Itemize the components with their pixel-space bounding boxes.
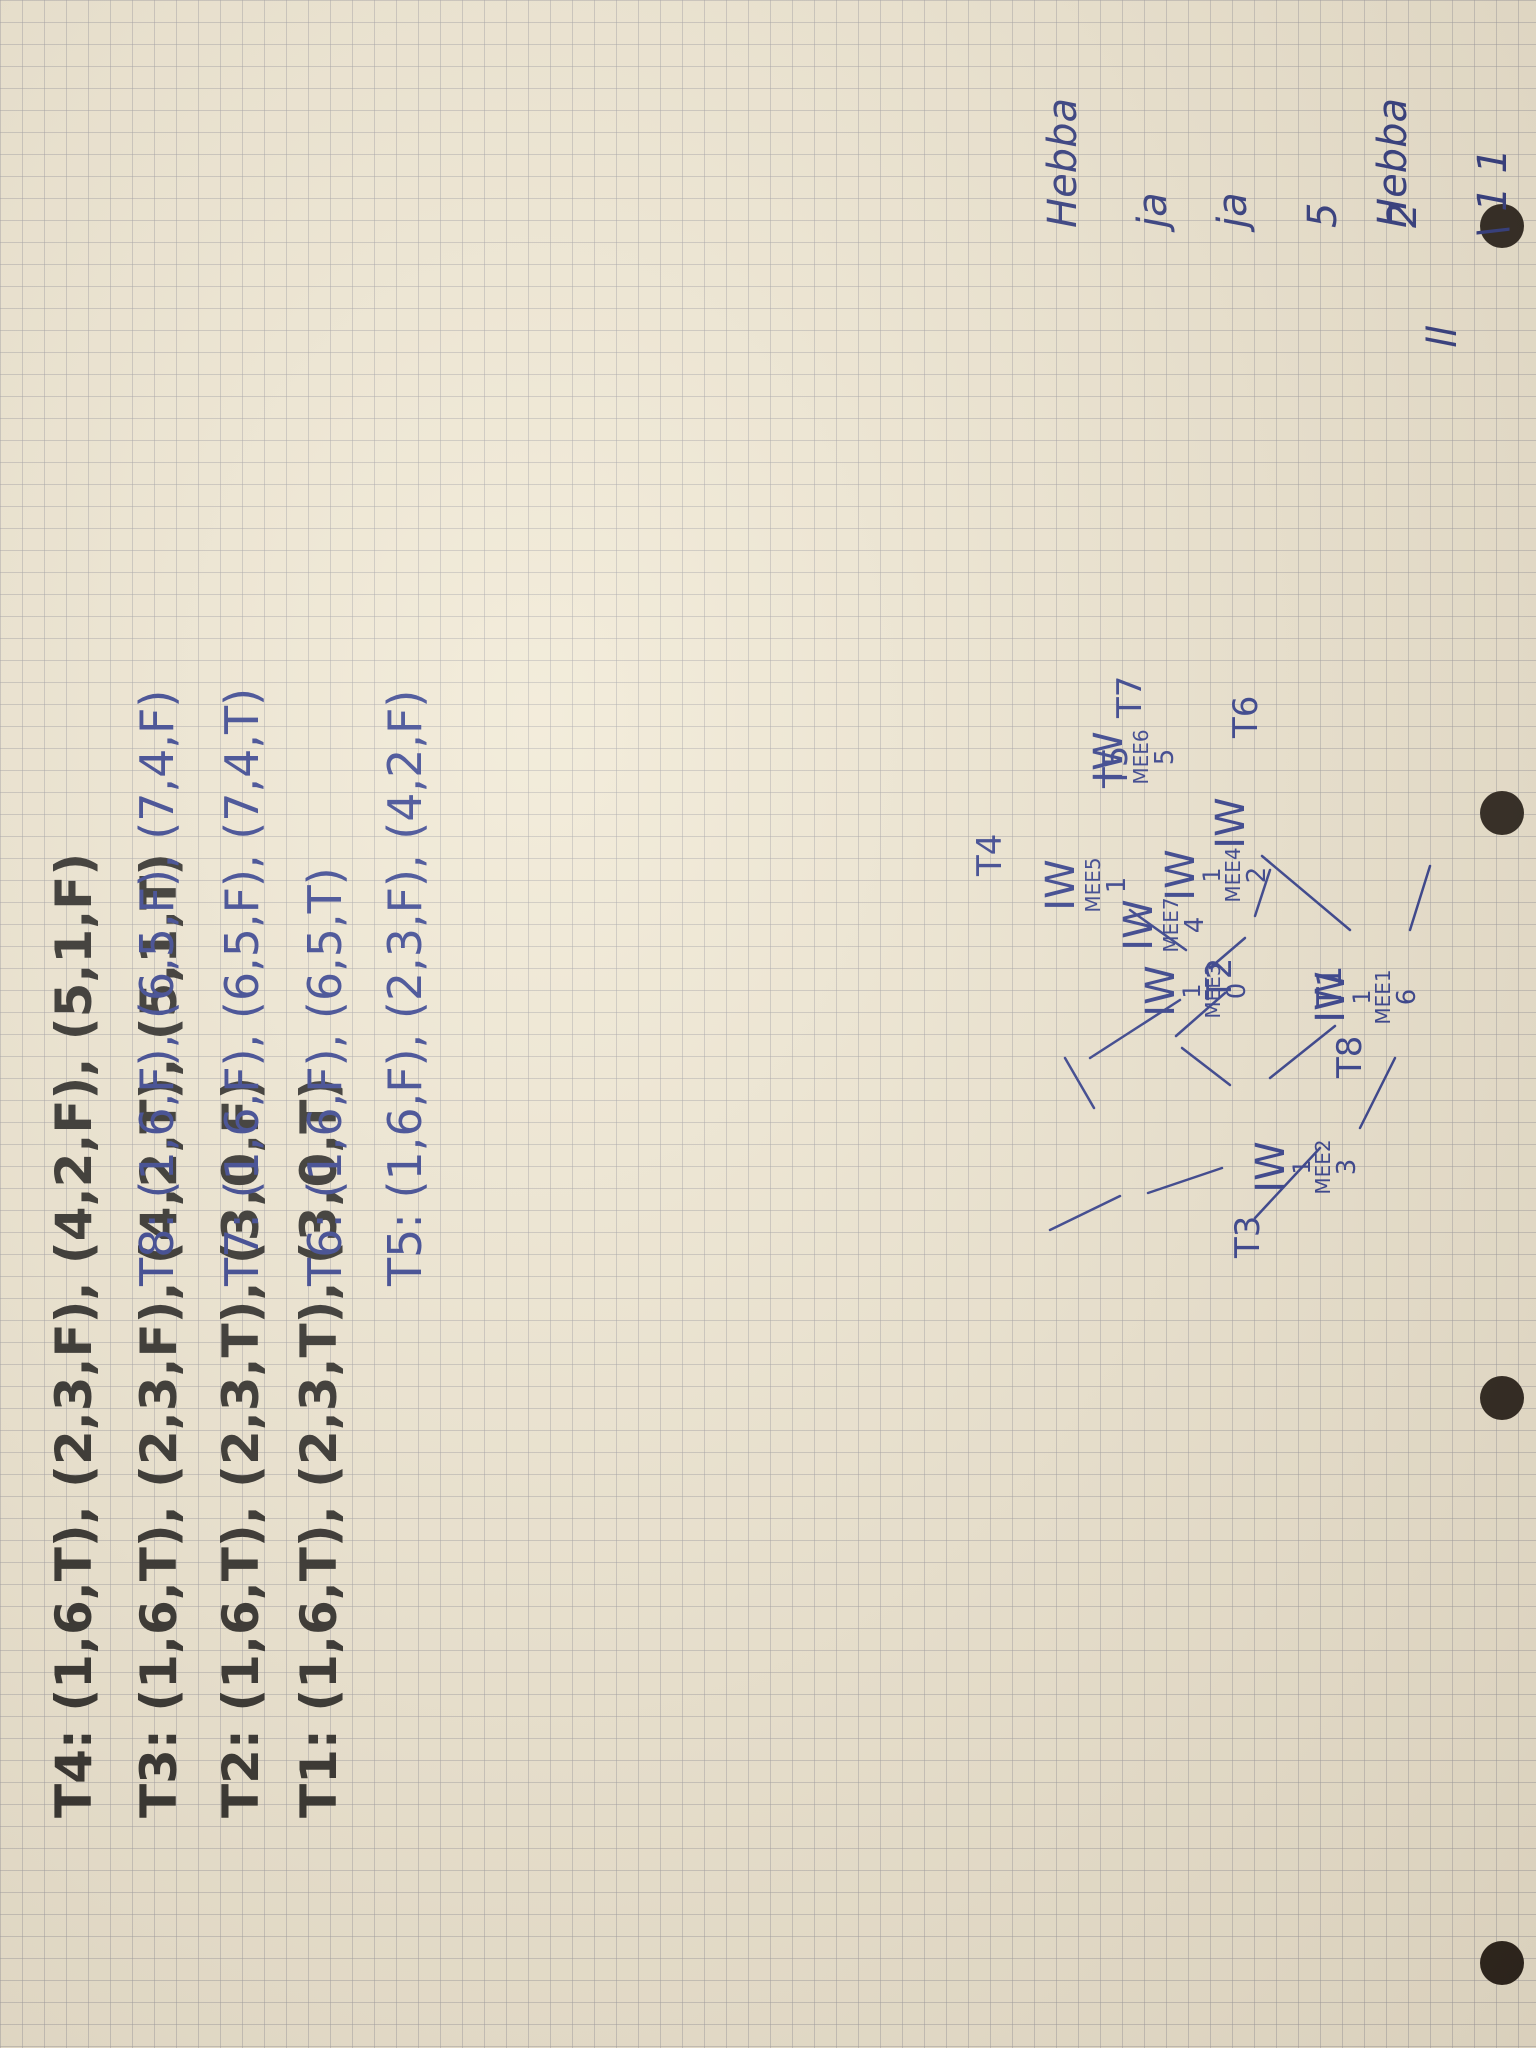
tree-branch	[1208, 936, 1247, 970]
punch-hole	[1480, 1941, 1524, 1985]
tree-branch	[1358, 1056, 1397, 1130]
node-label: IW	[1116, 899, 1162, 951]
punch-hole	[1480, 791, 1524, 835]
tree-branch	[1408, 864, 1432, 932]
margin-note: ja	[1130, 192, 1176, 228]
node-label: IW	[1208, 797, 1254, 849]
tree-leaf: T3	[1228, 1215, 1268, 1258]
tree-node: IW	[1208, 768, 1254, 878]
tree-leaf: T5	[1096, 745, 1136, 788]
margin-note: Hebba	[1040, 98, 1086, 228]
node-mer: MEE2	[1311, 1139, 1335, 1195]
tree-leaf: T7	[1110, 675, 1150, 718]
node-mer: MEE7	[1159, 897, 1183, 953]
node-mer: MEE5	[1081, 857, 1105, 913]
tree-leaf: T4	[970, 833, 1010, 876]
node-count: 6	[1392, 988, 1422, 1006]
node-tick: 1	[1288, 1159, 1316, 1175]
tree-node: IW 1 MEE2 3	[1248, 1112, 1362, 1222]
tree-leaf: T8	[1330, 1035, 1370, 1078]
tree-branch	[1174, 991, 1227, 1038]
tree-branch	[1063, 1056, 1096, 1110]
node-label: IW	[1248, 1141, 1294, 1193]
tree-node: IW MEE7 4	[1116, 870, 1210, 980]
tree-leaf: T6	[1226, 695, 1266, 738]
tree-branch	[1088, 998, 1182, 1060]
node-count: 5	[1150, 748, 1180, 766]
tree-branch	[1180, 1046, 1232, 1087]
margin-note: \ 1 1	[1470, 148, 1516, 238]
margin-note: ll	[1420, 325, 1466, 348]
margin-note: Hebba	[1370, 98, 1416, 228]
margin-note: ja	[1210, 192, 1256, 228]
tree-branch	[1260, 854, 1352, 932]
tree-branch	[1146, 1166, 1224, 1195]
node-mer: MEE1	[1371, 969, 1395, 1025]
tree-branch	[1268, 1024, 1337, 1080]
tree-leaf: T1	[1310, 965, 1350, 1008]
margin-note: 5	[1300, 202, 1346, 228]
tree-branch	[1048, 1194, 1122, 1232]
node-count: 3	[1332, 1158, 1362, 1176]
punch-hole	[1480, 204, 1524, 248]
tree-branch	[1253, 868, 1272, 918]
punch-hole	[1480, 1376, 1524, 1420]
node-label: IW	[1038, 859, 1084, 911]
tree-branch	[1128, 908, 1188, 952]
tree-branch	[1253, 1146, 1322, 1220]
tree-leaf: T2	[1200, 957, 1240, 1000]
